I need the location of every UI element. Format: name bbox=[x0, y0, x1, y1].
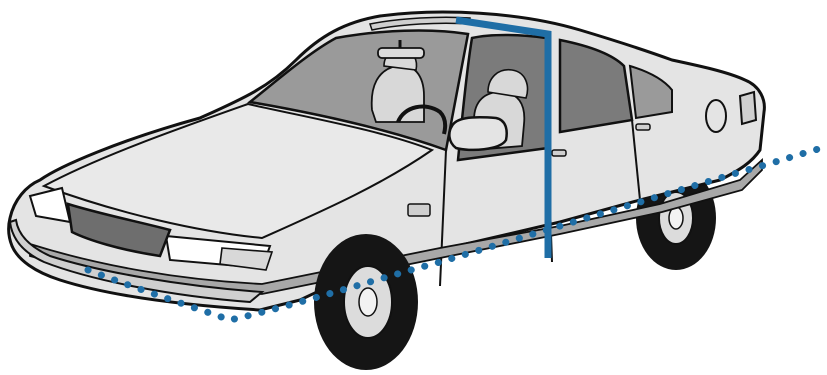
front-wheel bbox=[314, 234, 418, 370]
tail-light bbox=[740, 92, 756, 124]
rear-door-handle bbox=[636, 124, 650, 130]
front-hub-center bbox=[359, 288, 377, 316]
fuel-door bbox=[706, 100, 726, 132]
front-door-handle bbox=[552, 150, 566, 156]
fender-marker bbox=[408, 204, 430, 216]
rearview-mirror bbox=[378, 48, 424, 58]
side-mirror bbox=[449, 117, 506, 150]
